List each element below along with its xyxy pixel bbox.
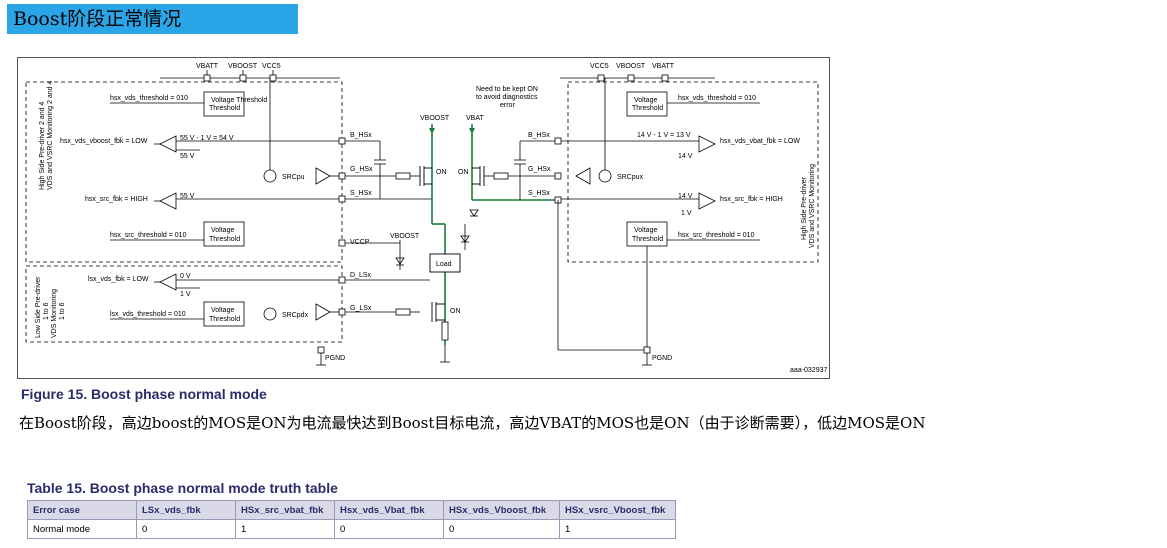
- left-sig-hsx-src-threshold: hsx_src_threshold = 010: [110, 232, 187, 239]
- left-ls-block-label-2: 1 to 6: [43, 302, 50, 320]
- table-caption: Table 15. Boost phase normal mode truth …: [27, 480, 338, 496]
- table-header: Error case: [27, 500, 137, 520]
- right-sig-hsx-vds-vbat-fbk: hsx_vds_vbat_fbk = LOW: [720, 138, 800, 145]
- table-header: Hsx_vds_Vbat_fbk: [334, 500, 444, 520]
- svg-text:Voltage Threshold: Voltage Threshold: [211, 97, 267, 104]
- figure-frame: [17, 57, 830, 379]
- right-supply-vcc5: VCC5: [590, 63, 609, 70]
- center-vboost: VBOOST: [420, 115, 450, 122]
- table-header-row: Error case LSx_vds_fbk HSx_src_vbat_fbk …: [27, 500, 676, 520]
- right-pin-pgnd: PGND: [652, 355, 672, 362]
- left-sig-hsx-vds-threshold: hsx_vds_threshold = 010: [110, 95, 188, 102]
- truth-table: Error case LSx_vds_fbk HSx_src_vbat_fbk …: [27, 500, 676, 539]
- table-cell: 0: [443, 519, 560, 539]
- left-sig-hsx-vds-vboost-fbk: hsx_vds_vboost_fbk = LOW: [60, 138, 148, 145]
- svg-text:SRCpu: SRCpu: [282, 174, 305, 181]
- left-pin-g-lsx: G_LSx: [350, 305, 372, 312]
- svg-text:error: error: [500, 102, 515, 109]
- left-pin-s-hsx: S_HSx: [350, 190, 372, 197]
- left-sig-hsx-src-fbk: hsx_src_fbk = HIGH: [85, 196, 148, 203]
- section-title: Boost阶段正常情况: [7, 4, 298, 34]
- schematic: VBATT VBOOST VCC5 High Side Pre-driver 2…: [25, 63, 827, 374]
- body-text: 在Boost阶段，高边boost的MOS是ON为电流最快达到Boost目标电流，…: [19, 414, 926, 432]
- left-ls-block-label-4: 1 to 6: [59, 302, 66, 320]
- table-cell: 1: [235, 519, 335, 539]
- right-block-label-1: High Side Pre-driver: [801, 176, 808, 240]
- left-hs-block: [25, 81, 343, 263]
- left-ls-block-label-1: Low Side Pre-driver: [35, 276, 42, 338]
- left-sig-lsx-vds-threshold: lsx_vds_threshold = 010: [110, 311, 186, 318]
- table-cell: 0: [136, 519, 236, 539]
- left-pin-b-hsx: B_HSx: [350, 132, 372, 139]
- svg-text:Threshold: Threshold: [209, 105, 240, 112]
- table-header: LSx_vds_fbk: [136, 500, 236, 520]
- svg-text:Voltage: Voltage: [634, 227, 657, 234]
- right-sig-hsx-src-threshold: hsx_src_threshold = 010: [678, 232, 755, 239]
- svg-text:to avoid diagnostics: to avoid diagnostics: [476, 94, 538, 101]
- left-supply-vcc5: VCC5: [262, 63, 281, 70]
- right-level-3: 1 V: [681, 210, 692, 217]
- figure-id: aaa-032937: [790, 367, 827, 374]
- left-level-1: 55 V: [180, 153, 195, 160]
- center-vboost-2: VBOOST: [390, 233, 420, 240]
- center-on-2: ON: [458, 169, 469, 176]
- left-level-2: 55 V: [180, 193, 195, 200]
- left-pin-g-hsx: G_HSx: [350, 166, 373, 173]
- table-header: HSx_vds_Vboost_fbk: [443, 500, 560, 520]
- left-ls-block-label-3: VDS Monitoring: [51, 289, 58, 338]
- left-level-4: 1 V: [180, 291, 191, 298]
- left-hs-block-label-2: VDS and VSRC Monitoring 2 and 4: [47, 81, 54, 190]
- right-supply-vbatt: VBATT: [652, 63, 675, 70]
- left-pin-d-lsx: D_LSx: [350, 272, 372, 279]
- right-hs-block: [567, 81, 819, 263]
- svg-text:Threshold: Threshold: [209, 236, 240, 243]
- table-header: HSx_src_vbat_fbk: [235, 500, 335, 520]
- right-supply-vboost: VBOOST: [616, 63, 646, 70]
- right-pin-b-hsx: B_HSx: [528, 132, 550, 139]
- table-cell: 0: [334, 519, 444, 539]
- left-pin-vccp: VCCP: [350, 239, 370, 246]
- svg-text:Threshold: Threshold: [632, 236, 663, 243]
- svg-text:Threshold: Threshold: [632, 105, 663, 112]
- load-box: [429, 253, 461, 273]
- right-level-1: 14 V: [678, 153, 693, 160]
- center-note: Need to be kept ON: [476, 86, 538, 93]
- center-load: Load: [436, 261, 452, 268]
- left-supply-vboost: VBOOST: [228, 63, 258, 70]
- table-row: Normal mode 0 1 0 0 1: [27, 519, 676, 539]
- table-cell: 1: [559, 519, 676, 539]
- svg-text:SRCpux: SRCpux: [617, 174, 644, 181]
- right-block-label-2: VDS and VSRC Monitoring: [809, 164, 816, 248]
- center-on-1: ON: [436, 169, 447, 176]
- right-sig-hsx-src-fbk: hsx_src_fbk = HIGH: [720, 196, 783, 203]
- svg-text:SRCpdx: SRCpdx: [282, 312, 309, 319]
- left-pin-pgnd: PGND: [325, 355, 345, 362]
- left-hs-block-label-1: High Side Pre-driver 2 and 4: [39, 102, 46, 190]
- svg-text:Threshold: Threshold: [209, 316, 240, 323]
- right-sig-hsx-vds-threshold: hsx_vds_threshold = 010: [678, 95, 756, 102]
- left-level-3: 0 V: [180, 273, 191, 280]
- table-cell: Normal mode: [27, 519, 137, 539]
- right-level-2: 14 V: [678, 193, 693, 200]
- svg-text:Voltage: Voltage: [211, 307, 234, 314]
- right-level-0: 14 V - 1 V = 13 V: [637, 132, 691, 139]
- left-supply-vbatt: VBATT: [196, 63, 219, 70]
- figure-caption: Figure 15. Boost phase normal mode: [21, 386, 267, 402]
- center-vbat: VBAT: [466, 115, 484, 122]
- right-pin-s-hsx: S_HSx: [528, 190, 550, 197]
- left-level-0: 55 V - 1 V = 54 V: [180, 135, 234, 142]
- left-ls-block: [25, 265, 343, 343]
- center-on-3: ON: [450, 308, 461, 315]
- right-pin-g-hsx: G_HSx: [528, 166, 551, 173]
- svg-text:Voltage: Voltage: [211, 227, 234, 234]
- table-header: HSx_vsrc_Vboost_fbk: [559, 500, 676, 520]
- svg-text:Voltage: Voltage: [634, 97, 657, 104]
- left-sig-lsx-vds-fbk: lsx_vds_fbk = LOW: [88, 276, 149, 283]
